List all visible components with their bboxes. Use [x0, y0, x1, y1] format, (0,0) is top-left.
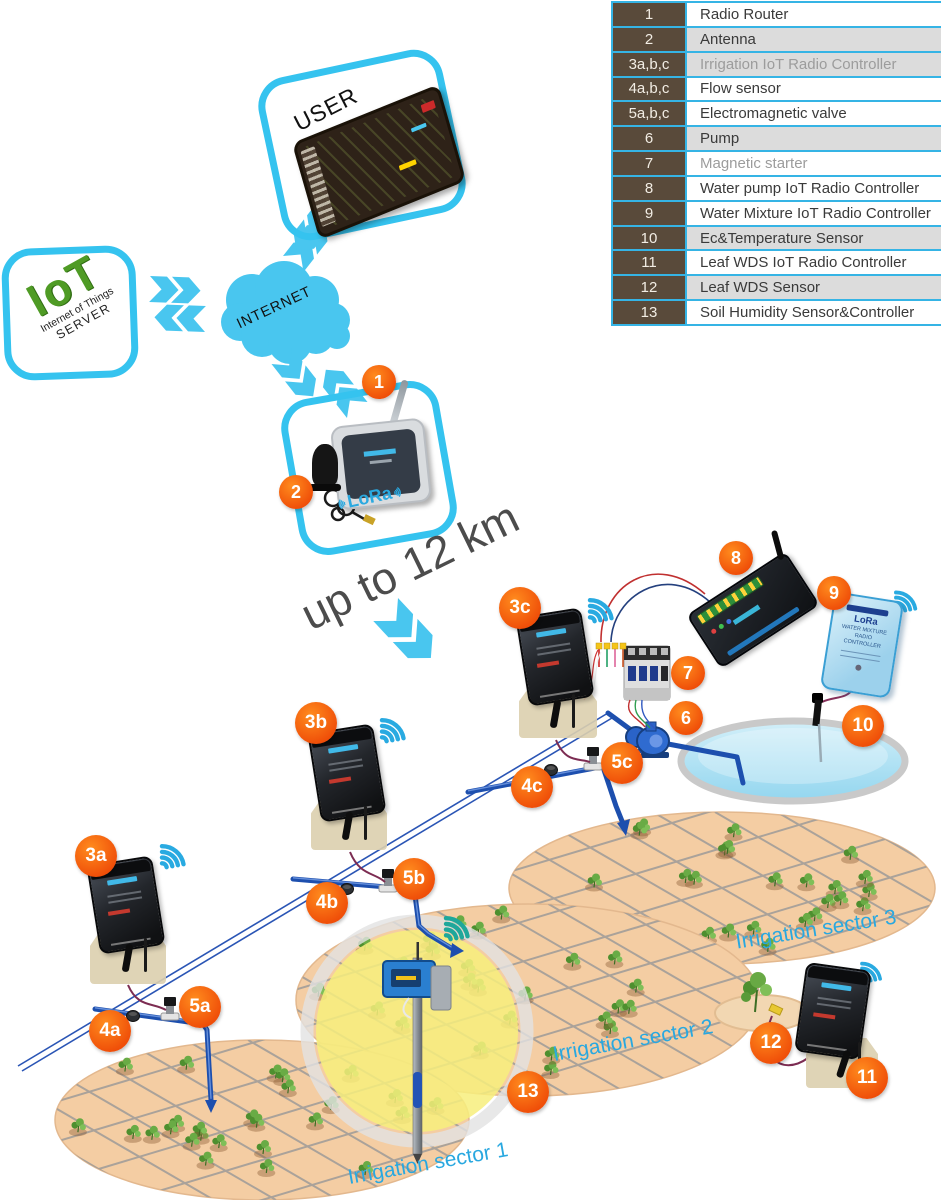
- legend-label: Water Mixture IoT Radio Controller: [687, 201, 941, 225]
- badge-4b: 4b: [306, 882, 348, 924]
- lora-antenna-device: [309, 444, 341, 491]
- controller-rod: [364, 806, 367, 840]
- badge-4c: 4c: [511, 766, 553, 808]
- legend-label: Leaf WDS IoT Radio Controller: [687, 251, 941, 275]
- legend-num: 9: [613, 201, 687, 225]
- starter-pins: [595, 642, 627, 667]
- router-brand-mark2: [369, 458, 392, 465]
- legend-label: Radio Router: [687, 3, 941, 26]
- legend-num: 7: [613, 152, 687, 175]
- controller-rod: [572, 694, 575, 728]
- cable-connector: [362, 514, 376, 526]
- legend-num: 10: [613, 226, 687, 250]
- legend-label: Electromagnetic valve: [687, 102, 941, 126]
- controller-brand-mark: [732, 604, 761, 626]
- legend-num: 8: [613, 176, 687, 200]
- badge-11: 11: [846, 1057, 888, 1099]
- badge-1: 1: [362, 365, 396, 399]
- ec-temperature-probe: [812, 693, 823, 763]
- badge-3a: 3a: [75, 835, 117, 877]
- badge-12: 12: [750, 1022, 792, 1064]
- legend-label: Water pump IoT Radio Controller: [687, 176, 941, 200]
- pipe-arrowheads: [205, 819, 630, 1113]
- legend-label: Pump: [687, 127, 941, 151]
- legend-label: Irrigation IoT Radio Controller: [687, 52, 941, 76]
- soil-humidity-station: [382, 942, 452, 1164]
- internet-cloud: [221, 261, 350, 364]
- legend-label: Flow sensor: [687, 77, 941, 101]
- legend-num: 5a,b,c: [613, 102, 687, 126]
- badge-10: 10: [842, 705, 884, 747]
- pump: [625, 721, 670, 758]
- badge-5b: 5b: [393, 858, 435, 900]
- badge-5c: 5c: [601, 742, 643, 784]
- lora-arcs-right: [393, 486, 402, 498]
- legend-label: Leaf WDS Sensor: [687, 276, 941, 300]
- badge-5a: 5a: [179, 986, 221, 1028]
- badge-4a: 4a: [89, 1010, 131, 1052]
- badge-8: 8: [719, 541, 753, 575]
- legend-num: 11: [613, 251, 687, 275]
- legend-num: 6: [613, 127, 687, 151]
- badge-7: 7: [671, 656, 705, 690]
- badge-9: 9: [817, 576, 851, 610]
- lora-arcs-left: [337, 498, 347, 509]
- legend-num: 13: [613, 301, 687, 324]
- controller-rod: [144, 938, 147, 972]
- legend-label: Soil Humidity Sensor&Controller: [687, 301, 941, 324]
- badge-3c: 3c: [499, 587, 541, 629]
- legend-label: Magnetic starter: [687, 152, 941, 175]
- magnetic-starter: [623, 645, 671, 701]
- legend-num: 2: [613, 27, 687, 51]
- cable-gland: [854, 664, 862, 672]
- legend-num: 12: [613, 276, 687, 300]
- router-brand-mark: [363, 448, 396, 457]
- legend-num: 1: [613, 3, 687, 26]
- iot-server-box: IoT Internet of Things SERVER: [0, 245, 140, 382]
- legend-label: Ec&Temperature Sensor: [687, 226, 941, 250]
- wires: [127, 573, 855, 1067]
- badge-3b: 3b: [295, 702, 337, 744]
- legend-num: 4a,b,c: [613, 77, 687, 101]
- legend-num: 3a,b,c: [613, 52, 687, 76]
- leaf-sensor-plant: [714, 972, 810, 1032]
- legend-label: Antenna: [687, 27, 941, 51]
- badge-13: 13: [507, 1071, 549, 1113]
- badge-2: 2: [279, 475, 313, 509]
- badge-6: 6: [669, 701, 703, 735]
